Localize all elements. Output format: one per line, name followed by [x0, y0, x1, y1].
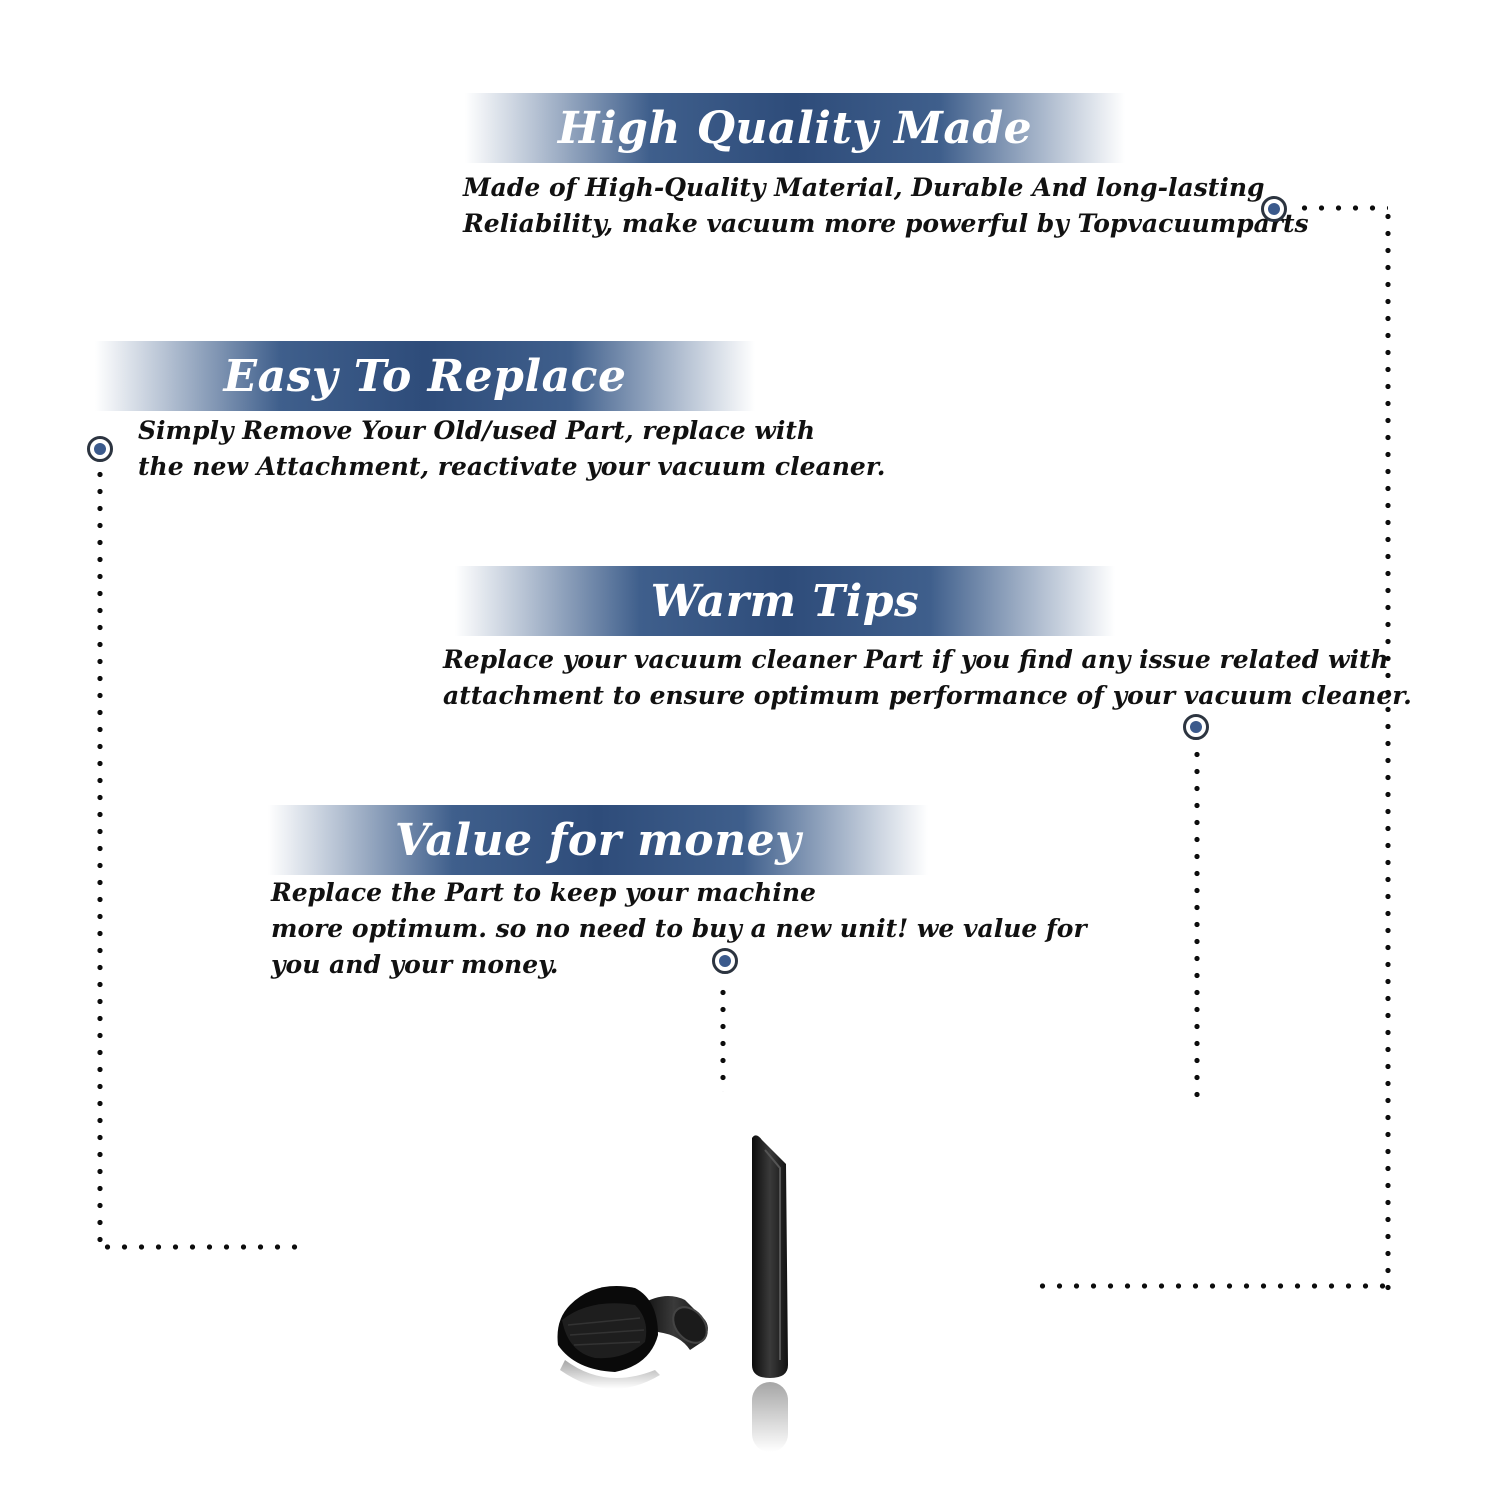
text-line: you and your money. — [271, 950, 559, 979]
text-line: attachment to ensure optimum performance… — [443, 681, 1412, 710]
marker-icon — [1183, 714, 1209, 740]
text-line: Made of High-Quality Material, Durable A… — [463, 173, 1265, 202]
connector-line — [1194, 746, 1200, 1106]
banner-easy-replace: Easy To Replace — [95, 341, 755, 411]
dusting-brush-icon — [557, 1286, 708, 1389]
section-title-high-quality: High Quality Made — [557, 102, 1033, 154]
connector-line — [97, 466, 103, 1251]
connector-line — [1034, 1283, 1389, 1289]
text-line: Simply Remove Your Old/used Part, replac… — [138, 416, 816, 445]
text-line: Replace the Part to keep your machine — [271, 878, 816, 907]
marker-icon — [87, 436, 113, 462]
banner-value-money: Value for money — [268, 805, 928, 875]
section-text-high-quality: Made of High-Quality Material, Durable A… — [463, 170, 1309, 242]
marker-icon — [1261, 196, 1287, 222]
section-text-easy-replace: Simply Remove Your Old/used Part, replac… — [138, 413, 885, 485]
section-title-easy-replace: Easy To Replace — [223, 350, 627, 402]
crevice-tool-icon — [752, 1135, 788, 1452]
section-title-value-money: Value for money — [394, 814, 802, 866]
section-text-value-money: Replace the Part to keep your machine mo… — [271, 875, 1087, 983]
connector-line — [1385, 208, 1391, 1294]
text-line: Reliability, make vacuum more powerful b… — [463, 209, 1309, 238]
text-line: Replace your vacuum cleaner Part if you … — [443, 645, 1389, 674]
text-line: more optimum. so no need to buy a new un… — [271, 914, 1087, 943]
banner-high-quality: High Quality Made — [465, 93, 1125, 163]
section-text-warm-tips: Replace your vacuum cleaner Part if you … — [443, 642, 1412, 714]
marker-icon — [712, 948, 738, 974]
connector-line — [720, 984, 726, 1092]
connector-line — [99, 1244, 299, 1250]
product-image — [557, 1135, 788, 1452]
section-title-warm-tips: Warm Tips — [650, 575, 920, 627]
connector-line — [1296, 205, 1388, 211]
banner-warm-tips: Warm Tips — [455, 566, 1115, 636]
text-line: the new Attachment, reactivate your vacu… — [138, 452, 886, 481]
